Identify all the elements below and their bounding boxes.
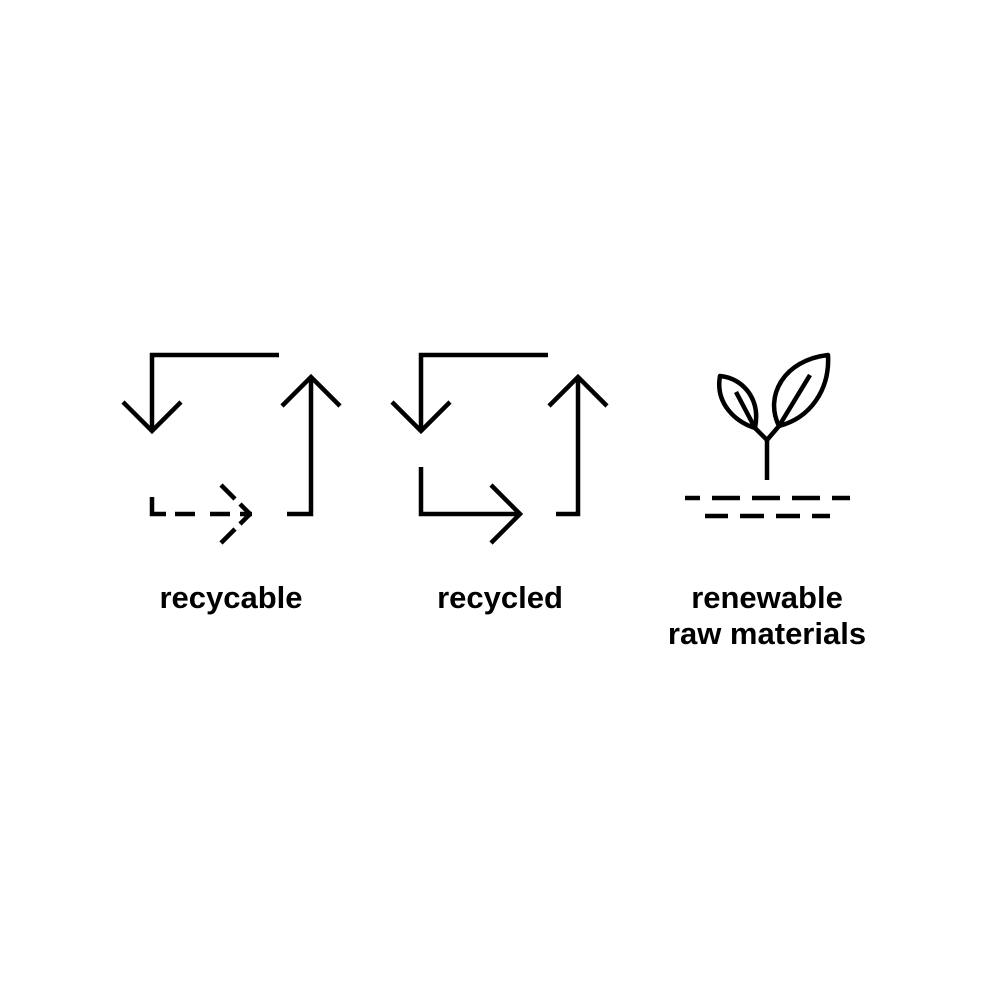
sprout-icon — [660, 330, 860, 530]
renewable-raw-materials-label: renewable raw materials — [627, 580, 907, 652]
recycable-label: recycable — [159, 580, 303, 615]
renewable-label-line-1: renewable — [691, 580, 843, 615]
renewable-label-line-2: raw materials — [667, 616, 867, 651]
recycled-label: recycled — [437, 580, 563, 615]
recycable-icon — [100, 330, 360, 560]
recycled-icon — [370, 330, 630, 560]
